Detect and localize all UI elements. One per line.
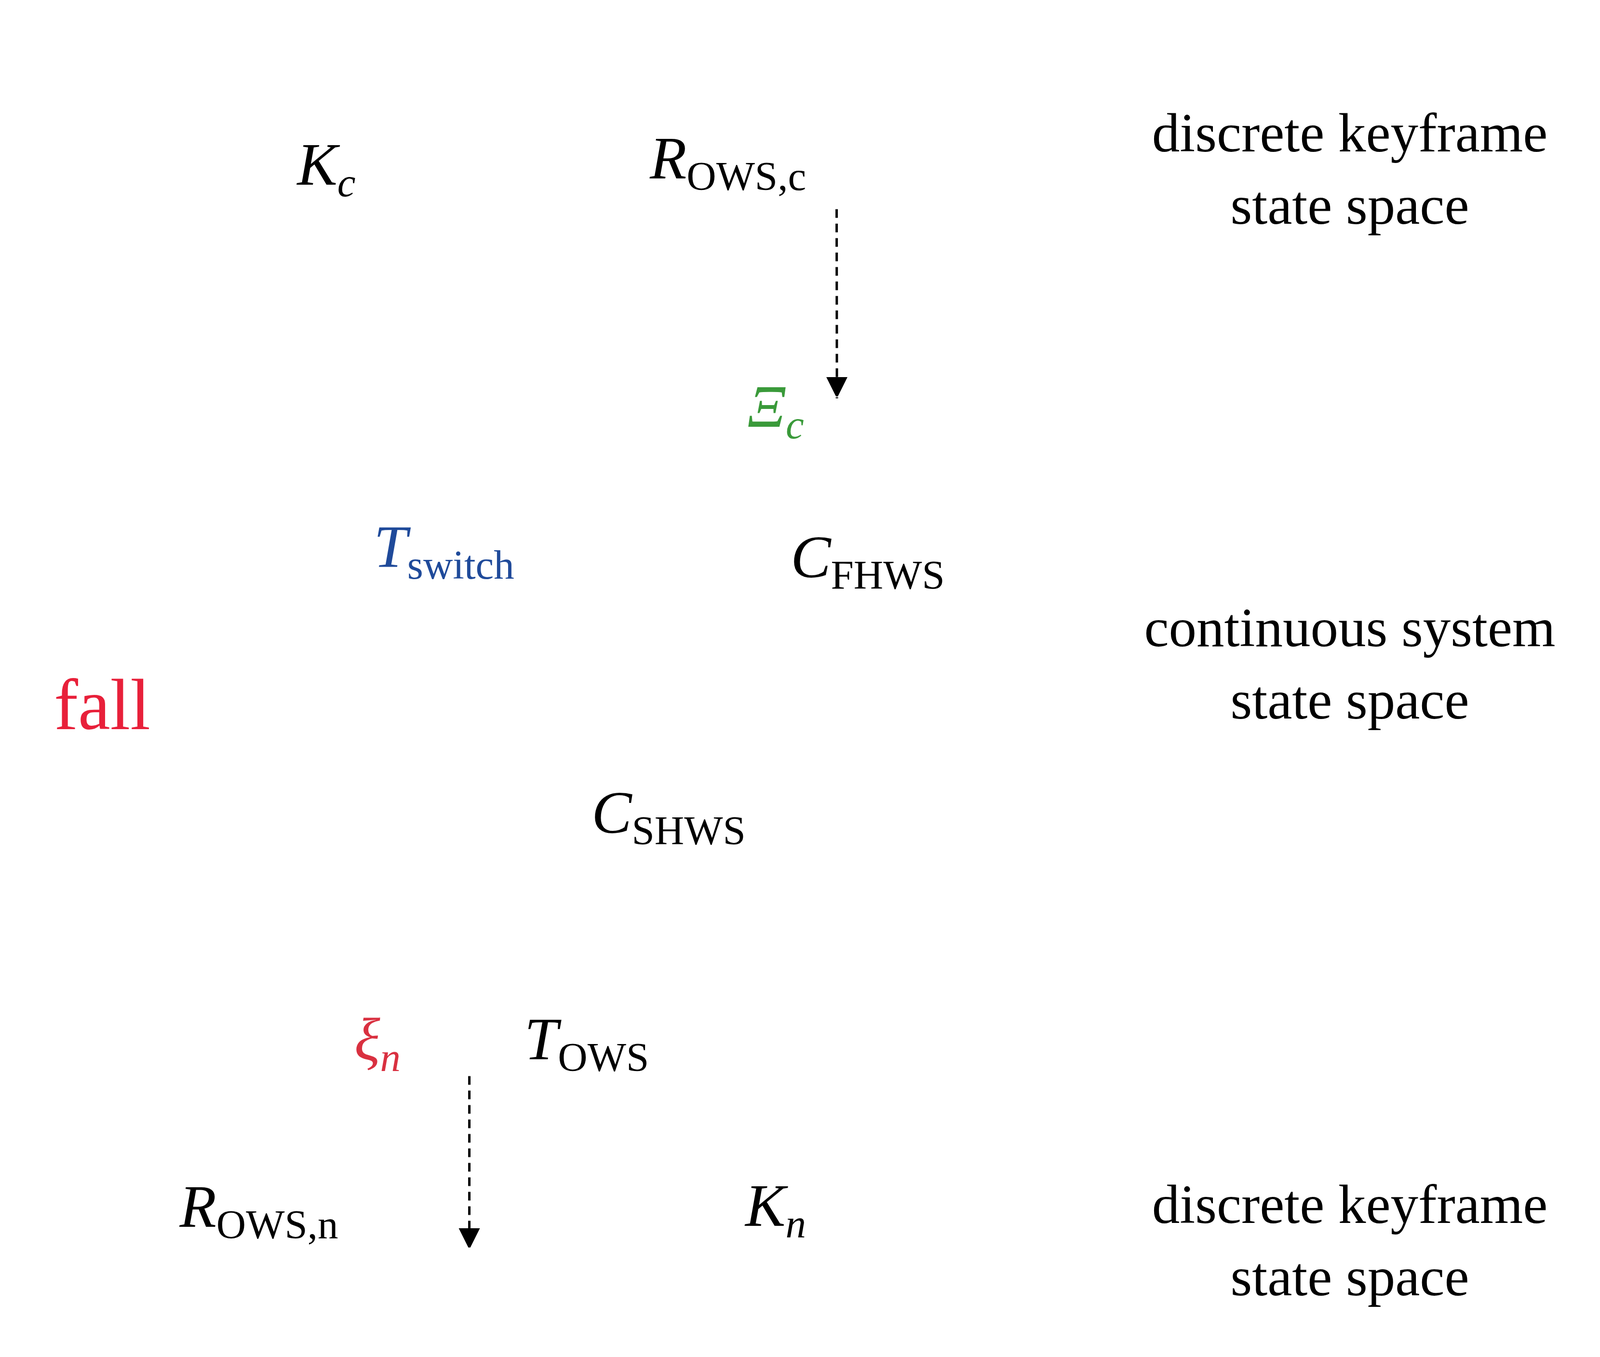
funnel: CSHWS <box>289 645 791 950</box>
switch-band: Tswitch <box>337 510 656 704</box>
region-ellipse: ROWS,n <box>99 1150 572 1271</box>
curly-bracket <box>1060 15 1102 255</box>
math-label: Ξc <box>747 376 805 445</box>
fall-label: fall <box>5 657 199 752</box>
bracket-label: continuous system state space <box>1118 591 1582 736</box>
funnel-outline <box>289 645 791 950</box>
tube-line <box>444 940 448 1066</box>
fall-arrow <box>194 621 200 888</box>
state-space-ellipse-outline <box>8 5 1042 302</box>
target-ellipse-outline <box>229 1000 737 1088</box>
math-label: Kc <box>296 134 356 203</box>
math-label: CSHWS <box>591 782 746 851</box>
bracket-label: discrete keyframe state space <box>1108 96 1591 242</box>
dashed-arrow <box>835 209 839 399</box>
math-label: TOWS <box>524 1008 649 1078</box>
fall-funnel <box>4 342 220 904</box>
dashed-arrow <box>468 1075 471 1250</box>
math-label: Tswitch <box>373 516 514 586</box>
fall-arrow <box>109 185 112 356</box>
curly-bracket <box>1060 1112 1102 1348</box>
funnel: ΞcCFHWS <box>597 361 974 613</box>
math-label: CFHWS <box>790 526 945 596</box>
math-label: ROWS,n <box>179 1176 339 1245</box>
tube-line <box>491 940 495 1066</box>
state-space-ellipse: Kn ROWS,n <box>40 1112 1051 1348</box>
bracket <box>1060 15 1102 1348</box>
math-label: Kn <box>745 1175 807 1244</box>
region-ellipse: ROWS,c <box>482 112 1016 240</box>
math-label: ROWS,c <box>649 128 807 197</box>
math-label: ξn <box>354 1008 401 1078</box>
bracket-label: discrete keyframe state space <box>1108 1168 1591 1313</box>
target-ellipse: ξn TOWS <box>229 1000 737 1088</box>
state-space-ellipse: Kc ROWS,c <box>8 5 1042 302</box>
curly-bracket <box>1060 286 1102 1072</box>
